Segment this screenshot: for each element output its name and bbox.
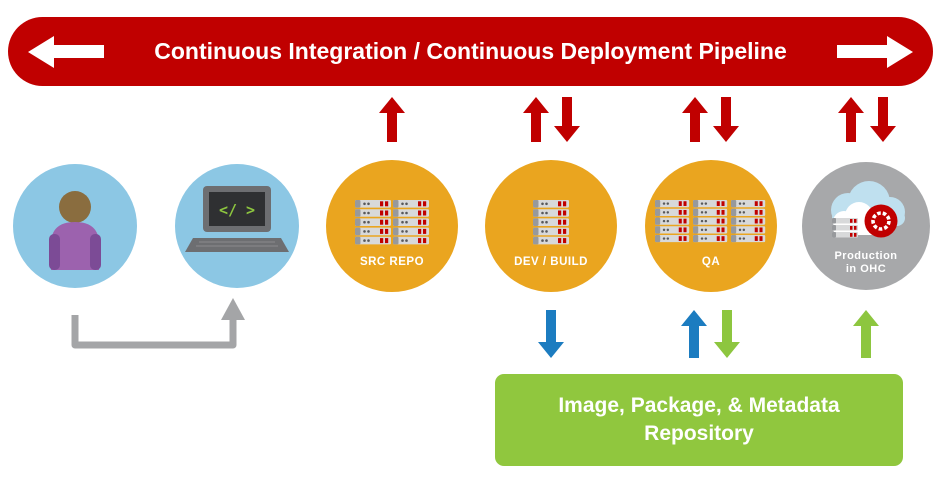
node-production: Production in OHC [802,162,930,290]
laptop-code-icon: </ > [185,186,289,252]
node-label-src-repo: SRC REPO [359,256,425,268]
production-label-line2: in OHC [845,263,887,275]
repository-box-line2: Repository [644,422,754,445]
pipeline-banner: Continuous Integration / Continuous Depl… [8,17,933,86]
qa-down-arrow-icon [713,97,739,142]
dev-build-repo-down-arrow-icon [538,310,564,358]
node-workstation: </ > [175,164,299,288]
qa-up-arrow-icon [682,97,708,142]
repository-box-line1: Image, Package, & Metadata [558,394,840,417]
repository-box: Image, Package, & Metadata Repository [495,374,903,466]
code-glyph: </ > [219,201,255,219]
node-src-repo: SRC REPO [326,160,458,292]
banner-title: Continuous Integration / Continuous Depl… [154,38,787,64]
openshift-logo-icon [864,204,898,238]
node-developer [13,164,137,288]
dev-build-down-arrow-icon [554,97,580,142]
qa-repo-down-arrow-icon [714,310,740,358]
node-qa: QA [645,160,777,292]
node-label-qa: QA [701,256,721,268]
server-stack-icon [645,160,777,292]
server-stack-icon [485,160,617,292]
production-repo-up-arrow-icon [853,310,879,358]
production-up-arrow-icon [838,97,864,142]
dev-build-up-arrow-icon [523,97,549,142]
node-label-dev-build: DEV / BUILD [514,256,588,268]
person-icon [49,191,101,270]
node-label-production: Production in OHC [802,250,930,276]
cloud-openshift-icon [831,181,905,238]
developer-workstation-connector [71,298,245,349]
production-label-line1: Production [834,250,898,262]
right-arrow-icon [837,35,913,68]
server-stack-icon [326,160,458,292]
src-repo-up-arrow-icon [379,97,405,142]
qa-repo-up-arrow-icon [681,310,707,358]
mini-server-stack [832,218,858,238]
node-dev-build: DEV / BUILD [485,160,617,292]
left-arrow-icon [28,35,104,68]
production-down-arrow-icon [870,97,896,142]
